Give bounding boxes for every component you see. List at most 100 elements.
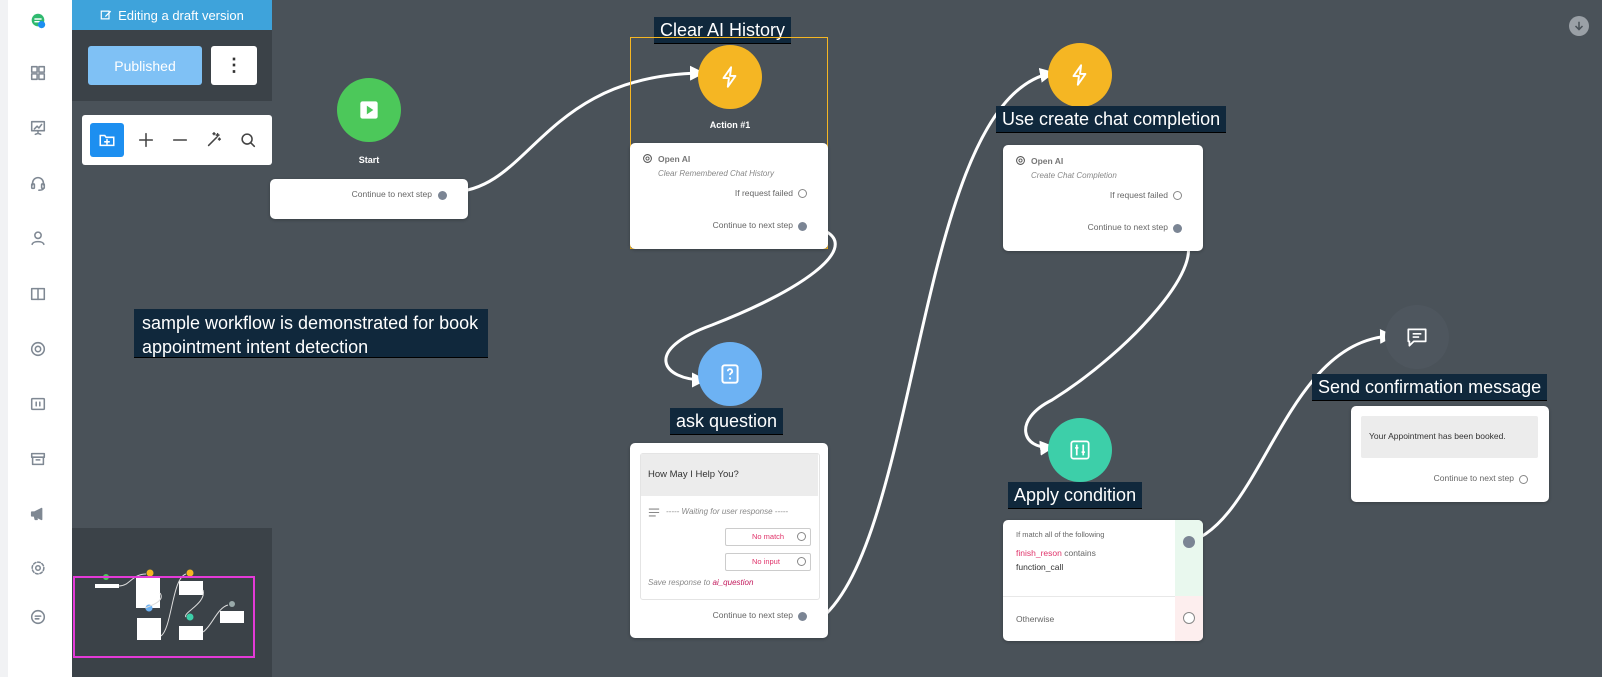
chat-completion-continue-label: Continue to next step	[1087, 222, 1168, 232]
megaphone-icon[interactable]	[27, 503, 49, 525]
clear-history-node[interactable]	[698, 45, 762, 109]
start-output-port[interactable]	[438, 191, 447, 200]
clear-history-continue-label: Continue to next step	[712, 220, 793, 230]
openai-icon	[1016, 156, 1025, 165]
chat-completion-node[interactable]	[1048, 43, 1112, 107]
clear-history-output-port[interactable]	[798, 222, 807, 231]
chat-completion-failed-label: If request failed	[1109, 190, 1168, 200]
ask-question-output-port[interactable]	[798, 612, 807, 621]
search-button[interactable]	[231, 123, 265, 157]
otherwise-label: Otherwise	[1016, 614, 1055, 624]
condition-header: If match all of the following	[1016, 530, 1105, 539]
send-message-card[interactable]: Your Appointment has been booked. Contin…	[1351, 406, 1549, 502]
chat-completion-tag: Use create chat completion	[996, 106, 1227, 133]
canvas-minimap[interactable]	[72, 528, 272, 677]
search-icon	[241, 133, 256, 148]
draft-banner-text: Editing a draft version	[118, 7, 244, 23]
waiting-text: ----- Waiting for user response -----	[666, 507, 789, 516]
ask-question-card[interactable]: How May I Help You? ----- Waiting for us…	[630, 443, 828, 638]
chat-completion-card[interactable]: Open AI Create Chat Completion If reques…	[1003, 145, 1203, 251]
no-input-route[interactable]: No input	[725, 553, 811, 571]
chat-logo-icon[interactable]	[27, 10, 49, 32]
send-message-node[interactable]	[1385, 305, 1449, 369]
save-response-text: Save response to ai_question	[648, 578, 753, 587]
message-text: Your Appointment has been booked.	[1369, 431, 1506, 441]
dashboard-grid-icon[interactable]	[27, 62, 49, 84]
clear-history-card[interactable]: Open AI Clear Remembered Chat History If…	[630, 143, 828, 249]
zoom-out-button[interactable]	[163, 123, 197, 157]
headset-icon[interactable]	[27, 172, 49, 194]
auto-arrange-button[interactable]	[197, 123, 231, 157]
openai-icon	[643, 154, 652, 163]
published-button[interactable]: Published	[88, 46, 202, 85]
chat-completion-provider: Open AI	[1031, 156, 1064, 166]
plus-icon	[138, 132, 154, 148]
device-icon[interactable]	[27, 393, 49, 415]
chat-completion-output-port[interactable]	[1173, 224, 1182, 233]
left-icon-rail	[0, 0, 73, 677]
zoom-in-button[interactable]	[129, 123, 163, 157]
save-response-prefix: Save response to	[648, 578, 711, 587]
no-match-label: No match	[752, 532, 785, 541]
magic-wand-icon	[207, 132, 222, 147]
condition-divider	[1003, 596, 1175, 597]
no-match-port[interactable]	[797, 532, 806, 541]
lifebuoy-icon[interactable]	[27, 338, 49, 360]
play-icon	[360, 101, 378, 119]
condition-rule: finish_reson contains	[1016, 548, 1096, 558]
book-icon[interactable]	[27, 283, 49, 305]
arrow-down-icon	[1574, 21, 1584, 31]
send-message-tag: Send confirmation message	[1312, 374, 1548, 401]
workflow-annotation: sample workflow is demonstrated for book…	[134, 309, 488, 358]
otherwise-output-port[interactable]	[1183, 612, 1195, 624]
ask-question-node[interactable]	[698, 342, 762, 406]
clear-history-title: Action #1	[709, 120, 751, 130]
start-title: Start	[358, 155, 380, 165]
question-icon	[721, 364, 739, 384]
condition-icon	[1070, 440, 1090, 460]
ask-question-tag: ask question	[670, 408, 784, 435]
question-inner-box	[640, 453, 820, 600]
more-options-button[interactable]: ⋮	[211, 46, 257, 85]
presentation-icon[interactable]	[27, 117, 49, 139]
condition-value: function_call	[1016, 562, 1064, 572]
condition-operator: contains	[1064, 548, 1096, 558]
chat-completion-action: Create Chat Completion	[1031, 171, 1117, 180]
message-bubble-icon[interactable]	[27, 606, 49, 628]
save-response-variable: ai_question	[712, 578, 754, 587]
minimap-viewport-frame[interactable]	[73, 576, 255, 658]
start-continue-label: Continue to next step	[351, 189, 432, 199]
condition-tag: Apply condition	[1008, 482, 1143, 509]
question-bubble: How May I Help You?	[641, 454, 818, 496]
start-card[interactable]: Continue to next step	[270, 179, 468, 219]
send-message-continue-label: Continue to next step	[1433, 473, 1514, 483]
no-match-route[interactable]: No match	[725, 528, 811, 546]
message-icon	[1407, 328, 1427, 347]
canvas-toolbar	[82, 115, 272, 165]
send-message-output-port[interactable]	[1519, 475, 1528, 484]
match-branch-strip	[1175, 520, 1203, 596]
condition-card[interactable]: If match all of the following finish_res…	[1003, 520, 1203, 641]
workflow-canvas[interactable]: Start Continue to next step Clear AI His…	[134, 0, 1602, 677]
scroll-down-button[interactable]	[1569, 16, 1589, 36]
chat-completion-failed-port[interactable]	[1173, 191, 1182, 200]
edit-icon	[100, 10, 112, 20]
no-input-port[interactable]	[797, 557, 806, 566]
add-folder-button[interactable]	[90, 123, 124, 157]
start-node[interactable]	[337, 78, 401, 142]
clear-history-failed-label: If request failed	[734, 188, 793, 198]
lines-icon	[648, 508, 660, 517]
rail-edge	[0, 0, 8, 677]
message-bubble: Your Appointment has been booked.	[1361, 416, 1538, 458]
settings-gear-icon[interactable]	[27, 557, 49, 579]
minus-icon	[172, 139, 188, 141]
match-output-port[interactable]	[1183, 536, 1195, 548]
user-icon[interactable]	[27, 227, 49, 249]
folder-plus-icon	[99, 134, 115, 147]
condition-node[interactable]	[1048, 418, 1112, 482]
draft-version-banner: Editing a draft version	[72, 0, 272, 30]
ask-question-continue-label: Continue to next step	[712, 610, 793, 620]
archive-icon[interactable]	[27, 448, 49, 470]
clear-history-failed-port[interactable]	[798, 189, 807, 198]
lightning-icon	[1072, 64, 1087, 86]
